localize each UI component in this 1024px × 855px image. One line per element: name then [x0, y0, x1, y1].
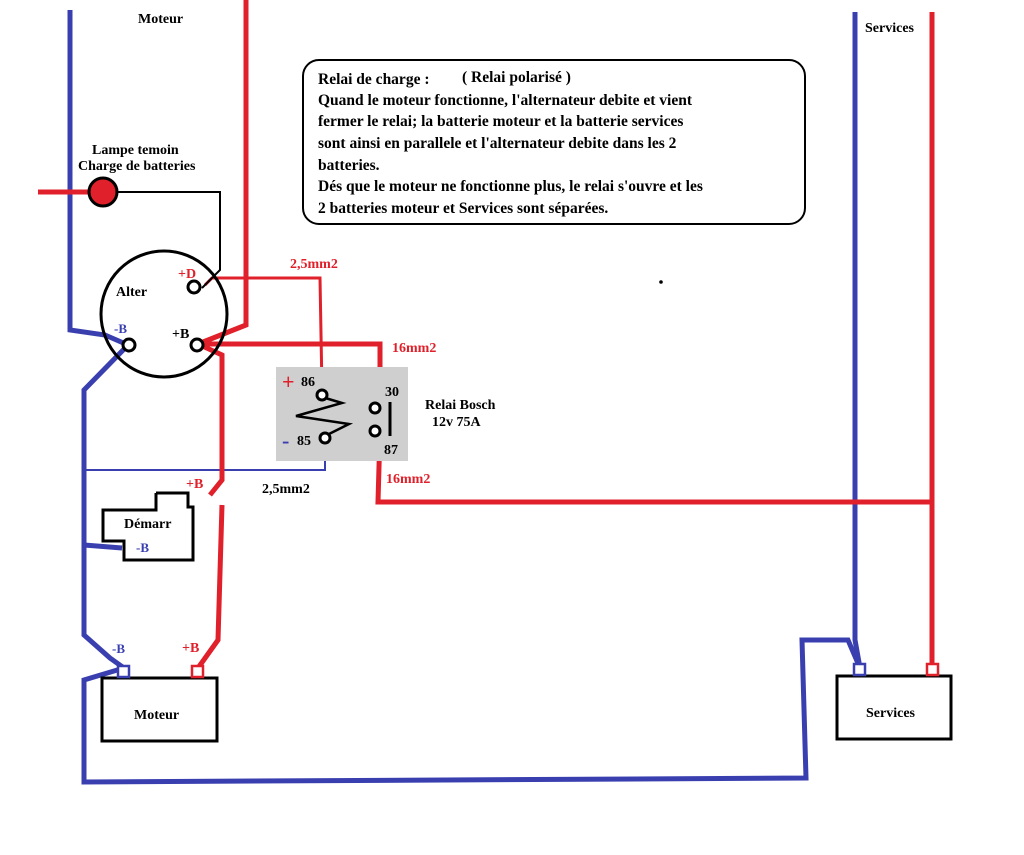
engine-positive-wire — [197, 0, 249, 347]
demarr-negative-wire — [83, 542, 123, 551]
alter-label: Alter — [116, 285, 147, 300]
engine-battery-minus-label: -B — [112, 641, 125, 656]
engine-battery-negative-post — [116, 664, 131, 679]
services-battery-negative-post — [852, 662, 867, 677]
note-box — [302, 59, 806, 225]
relay-30-label: 30 — [385, 385, 399, 400]
starter-icon — [101, 491, 195, 562]
alter-bplus-to-demarr-wire — [196, 341, 225, 497]
note-line-4: batteries. — [318, 157, 380, 174]
alter-plus-d-terminal — [186, 279, 202, 295]
relay-30-terminal — [368, 401, 382, 415]
demarr-minus-b-label: -B — [136, 540, 149, 555]
alter-negative-wire — [81, 343, 130, 671]
engine-battery-plus-label: +B — [182, 641, 199, 656]
relay-plus-sign: + — [282, 369, 295, 394]
lamp-label-line1: Lampe temoin — [92, 143, 179, 158]
alter-minus-b-label: -B — [114, 321, 127, 336]
note-line-1: Quand le moteur fonctionne, l'alternateu… — [318, 92, 693, 109]
relay-minus-sign: - — [282, 428, 289, 453]
alternator-icon — [99, 249, 229, 379]
relay-name-line2: 12v 75A — [432, 415, 482, 430]
relay-85-label: 85 — [297, 434, 311, 449]
battery-negative-return-wire — [81, 637, 863, 785]
relay-box — [276, 367, 408, 461]
engine-negative-wire — [67, 10, 129, 348]
note-line-6: 2 batteries moteur et Services sont sépa… — [318, 200, 608, 217]
engine-battery-positive-post — [190, 664, 205, 679]
note-title-paren: ( Relai polarisé ) — [462, 69, 571, 86]
note-line-5: Dés que le moteur ne fonctionne plus, le… — [318, 178, 703, 195]
wire-16-top-label: 16mm2 — [392, 341, 436, 356]
lamp-label-line2: Charge de batteries — [78, 159, 196, 174]
relay-85-terminal — [318, 431, 332, 445]
note-title: Relai de charge : — [318, 71, 429, 88]
relay-87-terminal — [368, 424, 382, 438]
wire-25-top-label: 2,5mm2 — [290, 257, 338, 272]
services-top-label: Services — [865, 21, 915, 36]
relay-86-terminal — [315, 388, 329, 402]
engine-battery-icon — [100, 676, 219, 743]
wire-25-bottom-label: 2,5mm2 — [262, 482, 310, 497]
relay-87-label: 87 — [384, 443, 398, 458]
charge-lamp-icon — [87, 176, 119, 208]
engine-battery-label: Moteur — [134, 708, 179, 723]
alter-plus-b-terminal — [189, 337, 205, 353]
demarr-label: Démarr — [124, 517, 171, 532]
relay-86-label: 86 — [301, 375, 315, 390]
services-battery-label: Services — [866, 706, 916, 721]
relay-87-to-services-wire — [375, 431, 932, 505]
services-battery-positive-post — [925, 662, 940, 677]
alter-plus-b-label: +B — [172, 327, 189, 342]
note-line-2: fermer le relai; la batterie moteur et l… — [318, 113, 683, 130]
alter-minus-b-terminal — [121, 337, 137, 353]
alter-plus-d-label: +D — [178, 267, 196, 282]
note-line-3: sont ainsi en parallele et l'alternateur… — [318, 135, 677, 152]
relay-name-line1: Relai Bosch — [425, 398, 496, 413]
relay-coil-icon — [295, 395, 354, 438]
services-negative-wire — [852, 12, 863, 669]
demarr-plus-b-label: +B — [186, 477, 203, 492]
stray-dot — [659, 280, 663, 284]
lamp-to-plus-d-wire — [118, 191, 221, 289]
services-battery-icon — [835, 674, 953, 741]
moteur-top-label: Moteur — [138, 12, 183, 27]
demarr-to-battery-positive-wire — [195, 504, 225, 670]
wire-16-bottom-label: 16mm2 — [386, 472, 430, 487]
